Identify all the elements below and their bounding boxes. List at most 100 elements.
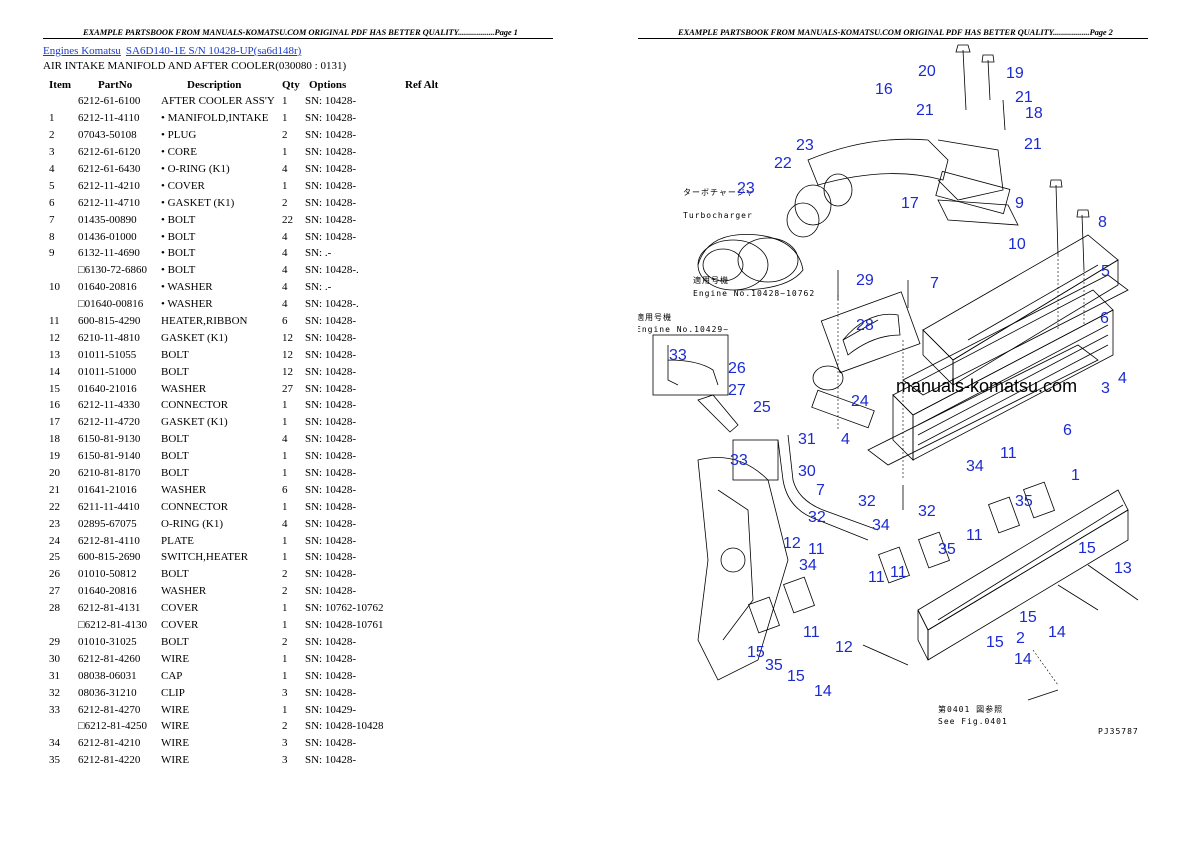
cell-partno: 01010-31025 [78, 635, 137, 648]
header-divider [638, 38, 1148, 39]
callout-34: 34 [966, 458, 984, 475]
cell-description: BOLT [161, 568, 189, 581]
cell-ref-alt [395, 397, 455, 414]
cell-description: • COVER [161, 179, 205, 192]
cell-ref-alt [395, 431, 455, 448]
cell-ref-alt [395, 617, 455, 634]
cell-ref-alt [395, 380, 455, 397]
cell-description: WIRE [161, 737, 190, 750]
cell-options: SN: 10428- [305, 196, 357, 209]
cover-28-detail-box [820, 291, 921, 374]
cell-description: BOLT [161, 450, 189, 463]
cell-options: SN: 10428- [305, 551, 357, 564]
cell-qty: 27 [282, 382, 293, 395]
callout-28: 28 [856, 317, 874, 334]
engine-range-label-jp-1: 適用号機 [693, 275, 729, 285]
cell-options: SN: 10429- [305, 703, 357, 716]
cell-ref-alt [395, 549, 455, 566]
cell-options: SN: 10428- [305, 416, 357, 429]
cell-description: • BOLT [161, 230, 196, 243]
cell-ref-alt [395, 515, 455, 532]
cell-ref-alt [395, 127, 455, 144]
callout-16: 16 [875, 81, 893, 98]
cell-options: SN: 10428- [305, 399, 357, 412]
figure-code: PJ35787 [1098, 727, 1139, 736]
callout-11: 11 [808, 541, 825, 558]
breadcrumb-link-model[interactable]: SA6D140-1E S/N 10428-UP(sa6d148r) [125, 45, 302, 57]
cell-ref-alt [395, 144, 455, 161]
callout-34: 34 [872, 517, 890, 534]
cell-partno: 6212-81-4210 [78, 737, 141, 750]
cell-ref-alt [395, 701, 455, 718]
callout-4: 4 [1118, 370, 1127, 387]
cell-qty: 1 [282, 619, 288, 632]
cell-options: SN: 10428- [305, 112, 357, 125]
callout-14: 14 [1014, 651, 1032, 668]
cell-ref-alt [395, 583, 455, 600]
cell-ref-alt [395, 498, 455, 515]
cell-ref-alt [395, 313, 455, 330]
see-figure-label-jp: 第0401 図参照 [938, 704, 1003, 714]
cell-item: 19 [49, 450, 60, 463]
cell-partno: 6210-11-4810 [78, 331, 140, 344]
cell-ref-alt [395, 279, 455, 296]
callout-18: 18 [1025, 105, 1043, 122]
cell-ref-alt [395, 346, 455, 363]
cell-partno: 6212-61-6430 [78, 163, 141, 175]
breadcrumb-link-engines[interactable]: Engines Komatsu [43, 45, 121, 57]
cell-qty: 4 [282, 264, 288, 277]
cell-description: WASHER [161, 382, 207, 395]
cell-partno: 6212-11-4330 [78, 399, 140, 412]
cell-item: 17 [49, 416, 60, 429]
cell-partno: 01011-51055 [78, 348, 137, 361]
callout-27: 27 [728, 382, 746, 399]
callout-19: 19 [1006, 65, 1024, 82]
wire-33-detail-box [652, 334, 729, 396]
cell-ref-alt [395, 262, 455, 279]
cell-qty: 12 [282, 331, 293, 344]
cell-qty: 2 [282, 568, 288, 581]
cell-ref-alt [395, 684, 455, 701]
callout-11: 11 [868, 569, 885, 586]
cell-qty: 3 [282, 737, 288, 750]
cell-qty: 4 [282, 247, 288, 260]
cell-item: 30 [49, 652, 60, 665]
cell-options: SN: 10428- [305, 568, 357, 581]
cell-partno: 6212-11-4110 [78, 112, 140, 125]
callout-7: 7 [816, 482, 825, 499]
cell-options: SN: 10428- [305, 95, 357, 108]
cell-qty: 4 [282, 433, 288, 446]
cell-partno: □6212-81-4250 [78, 720, 147, 733]
cell-ref-alt [395, 718, 455, 735]
cell-qty: 1 [282, 669, 288, 682]
cell-options: SN: 10428- [305, 213, 357, 226]
cell-ref-alt [395, 650, 455, 667]
cell-item: 13 [49, 348, 60, 361]
engine-range-label-2: Engine No.10429~ [638, 325, 729, 334]
cell-qty: 4 [282, 230, 288, 243]
callout-22: 22 [774, 155, 792, 172]
cell-partno: 6150-81-9140 [78, 450, 141, 463]
engine-range-label-1: Engine No.10428~10762 [693, 289, 815, 298]
cell-item: 6 [49, 196, 55, 209]
cell-description: CONNECTOR [161, 399, 229, 412]
cell-description: • PLUG [161, 129, 197, 142]
